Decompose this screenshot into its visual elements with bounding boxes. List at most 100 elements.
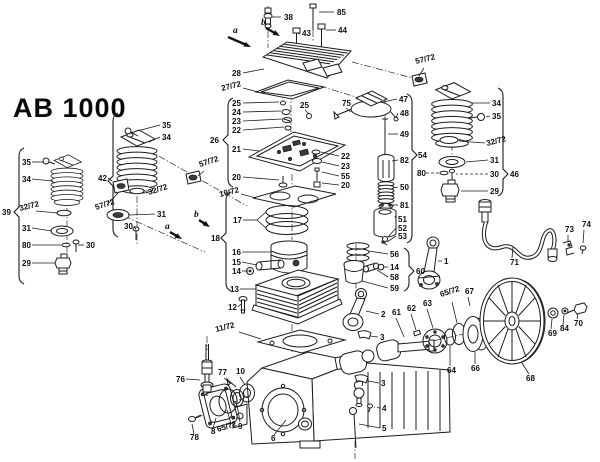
callout-35-62: 35 xyxy=(492,112,501,121)
leader-17 xyxy=(256,219,267,229)
callout-26-7: 26 xyxy=(210,136,219,145)
callout-31-64: 31 xyxy=(490,156,499,165)
leader-30 xyxy=(133,225,137,231)
callout-20-18: 20 xyxy=(341,181,350,190)
direction-marker-b-3: b xyxy=(194,210,199,220)
bracket-46 xyxy=(497,87,509,197)
front-cover-plate xyxy=(198,383,255,429)
direction-marker-b-1: b xyxy=(261,18,266,28)
bracket-60 xyxy=(403,247,415,292)
leader-10 xyxy=(239,376,246,386)
leader-74 xyxy=(582,229,585,244)
callout-22-15: 22 xyxy=(341,152,350,161)
callout-30-76: 30 xyxy=(124,222,133,231)
callout-80-65: 80 xyxy=(417,169,426,178)
callout-30-83: 30 xyxy=(86,241,95,250)
callout-74-60: 74 xyxy=(582,220,591,229)
callout-14-40: 14 xyxy=(390,263,399,272)
callout-12-27: 12 xyxy=(228,303,237,312)
callout-47-29: 47 xyxy=(399,95,408,104)
unloader-assembly xyxy=(350,90,399,246)
leader-77 xyxy=(223,377,231,384)
leader-56 xyxy=(368,250,389,255)
valve-plate xyxy=(247,131,347,172)
air-filter-right xyxy=(411,72,485,203)
callout-77-86: 77 xyxy=(218,368,227,377)
callout-69-55: 69 xyxy=(548,329,557,338)
callout-4-94: 4 xyxy=(382,404,387,413)
callout-34-78: 34 xyxy=(22,175,31,184)
callout-38-0: 38 xyxy=(284,13,293,22)
callout-84-56: 84 xyxy=(560,324,569,333)
direction-markers: a b a b xyxy=(165,18,280,239)
callout-19/72-20: 19/72 xyxy=(218,185,240,199)
leader-68 xyxy=(521,362,530,375)
callout-62-48: 62 xyxy=(407,304,416,313)
leader-48 xyxy=(395,112,399,119)
leader-71 xyxy=(511,246,514,259)
leader-28 xyxy=(242,68,265,74)
leader-51 xyxy=(394,215,397,220)
leader-lines xyxy=(31,11,585,436)
leader-47 xyxy=(382,98,398,103)
leader-25 xyxy=(304,109,310,115)
direction-marker-a-0: a xyxy=(233,26,238,36)
callout-27/72-5: 27/72 xyxy=(220,79,242,93)
leader-23 xyxy=(321,161,340,167)
screw-4 xyxy=(367,403,373,413)
leader-59 xyxy=(361,280,389,289)
leader-3 xyxy=(367,380,380,384)
leader-42 xyxy=(107,177,113,182)
callout-21-12: 21 xyxy=(232,145,241,154)
callout-31-75: 31 xyxy=(157,210,166,219)
callout-82-32: 82 xyxy=(400,156,409,165)
callout-65/72-50: 65/72 xyxy=(439,284,461,299)
oil-dipstick xyxy=(349,407,357,449)
leader-22 xyxy=(242,126,285,131)
callout-11/72-28: 11/72 xyxy=(214,320,236,334)
callout-75-14: 75 xyxy=(342,99,351,108)
pilot-valve-38 xyxy=(263,7,273,29)
callout-23-10: 23 xyxy=(232,117,241,126)
callout-24-9: 24 xyxy=(232,108,241,117)
assembly-arrowhead-a xyxy=(243,41,251,47)
callout-68-54: 68 xyxy=(526,374,535,383)
callout-67-51: 67 xyxy=(465,287,474,296)
head-bolts xyxy=(292,3,326,52)
callout-10-87: 10 xyxy=(236,367,245,376)
leader-78 xyxy=(191,423,195,435)
leader-57/72 xyxy=(197,170,205,177)
leader-22 xyxy=(320,151,340,157)
leader-65/72 xyxy=(451,301,458,324)
leader-23 xyxy=(242,118,283,122)
callout-56-39: 56 xyxy=(390,250,399,259)
leader-61 xyxy=(395,317,405,338)
callout-8-89: 8 xyxy=(211,427,216,436)
callout-9-91: 9 xyxy=(238,422,243,431)
callout-46-67: 46 xyxy=(510,170,519,179)
callout-42-71: 42 xyxy=(98,174,107,183)
flywheel-fasteners xyxy=(547,302,588,319)
leader-34 xyxy=(31,178,54,182)
bracket-54 xyxy=(406,93,418,244)
callout-85-1: 85 xyxy=(337,8,346,17)
leader-57/72 xyxy=(418,67,425,77)
leader-43 xyxy=(297,32,301,35)
callout-52-37: 52 xyxy=(398,224,407,233)
leader-20 xyxy=(242,176,280,181)
callout-81-35: 81 xyxy=(400,201,409,210)
leader-19/72 xyxy=(240,193,257,199)
callout-17-21: 17 xyxy=(233,216,242,225)
direction-marker-a-2: a xyxy=(165,222,170,232)
flywheel xyxy=(479,277,546,365)
cylinder xyxy=(251,269,343,325)
callout-55-17: 55 xyxy=(341,172,350,181)
callout-48-30: 48 xyxy=(400,109,409,118)
leader-12 xyxy=(237,302,243,308)
assembly-arrow-a xyxy=(227,35,247,47)
callout-2-45: 2 xyxy=(381,310,386,319)
unloader-tube-76 xyxy=(200,344,214,396)
callout-3-46: 3 xyxy=(380,333,385,342)
tube-clamp xyxy=(562,240,575,256)
